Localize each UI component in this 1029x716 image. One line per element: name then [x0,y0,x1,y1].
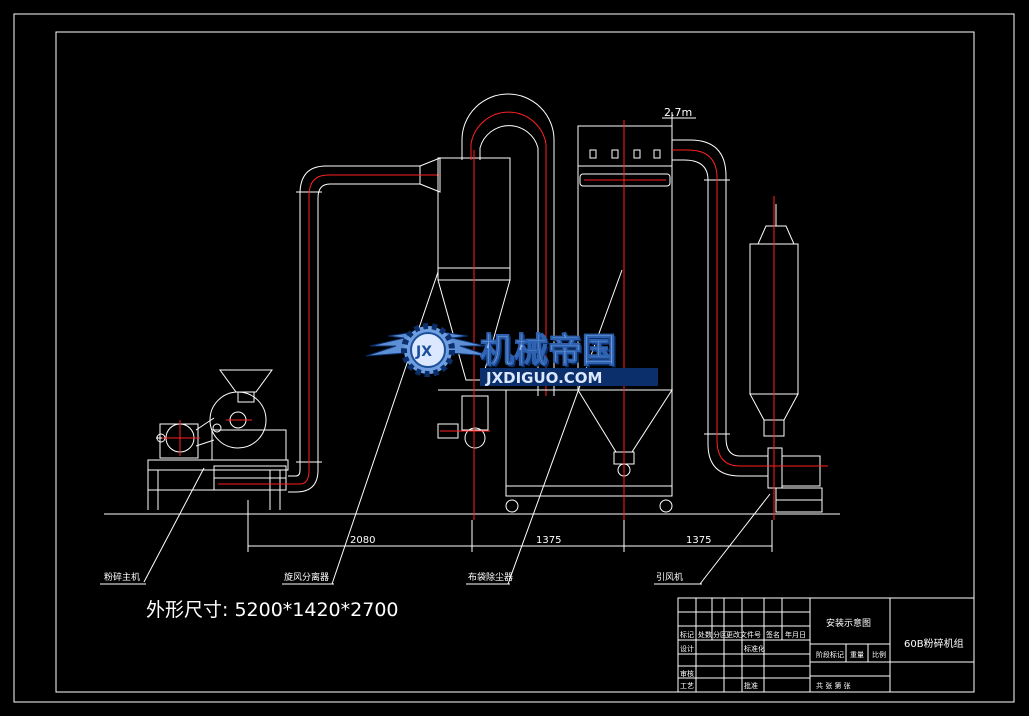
pipe-filter-fan [672,139,768,477]
dimension-span-3: 1375 [686,535,711,546]
tb-review: 审核 [680,669,694,678]
tb-process: 工艺 [680,682,694,690]
rev-header-date: 年月日 [785,630,806,639]
logo-cn: 机械帝国 [480,331,616,371]
cyclone-centerline [440,150,490,520]
tower-centerline [760,196,828,520]
overall-size-label: 外形尺寸: 5200*1420*2700 [146,599,399,621]
dimension-span-1: 2080 [350,535,375,546]
bag-filter-centerline [584,120,666,520]
rev-header-sign: 签名 [766,630,780,639]
pipe-grinder-cyclone [288,157,441,493]
tb-drawing-name: 安装示意图 [826,617,871,629]
grinder-centerlines [162,419,300,485]
rev-header-mark: 标记 [680,630,694,639]
leader-lines [100,269,771,585]
pipe-cyclone-filter [461,93,555,396]
rev-header-count: 处数 [698,630,712,639]
dimension-lines [247,112,773,552]
logo-en-bar [480,368,658,386]
tb-model: 60B粉碎机组 [904,637,964,650]
tb-scale: 比例 [872,650,886,659]
grinder-unit [147,369,289,510]
pipe-centerline-1 [290,174,440,485]
tb-weight: 重量 [850,651,864,659]
title-block [677,597,975,693]
gear-icon [401,323,455,377]
arch-centerline [470,111,547,396]
tb-sheets: 共 张 第 张 [816,681,851,690]
tb-stage-mark: 阶段标记 [816,650,844,659]
tb-approve: 批准 [744,681,758,690]
callout-fan: 引风机 [656,571,683,583]
logo-en: JXDIGUO.COM [485,369,602,387]
callout-bag-filter: 布袋除尘器 [468,571,513,583]
title-block-revision-headers: 标记 处数 分区 更改文件号 签名 年月日 [680,630,806,639]
dimension-span-2: 1375 [536,535,561,546]
rev-header-zone: 分区 [713,630,727,639]
logo-badge: JX [415,344,432,360]
pipe-centerline-2 [672,149,772,467]
dimension-height: 2.7m [664,106,692,119]
callout-grinder: 粉碎主机 [104,571,140,583]
watermark-logo: JX 机械帝国 机械帝国 JXDIGUO.COM [365,323,658,387]
rev-header-doc: 更改文件号 [726,630,761,639]
tb-standard: 标准化 [744,644,765,653]
logo-cn-shadow: 机械帝国 [482,333,618,373]
tb-design: 设计 [680,644,694,653]
callout-cyclone: 旋风分离器 [284,571,329,583]
bag-filter [505,125,673,513]
drawing-border [13,13,1015,703]
